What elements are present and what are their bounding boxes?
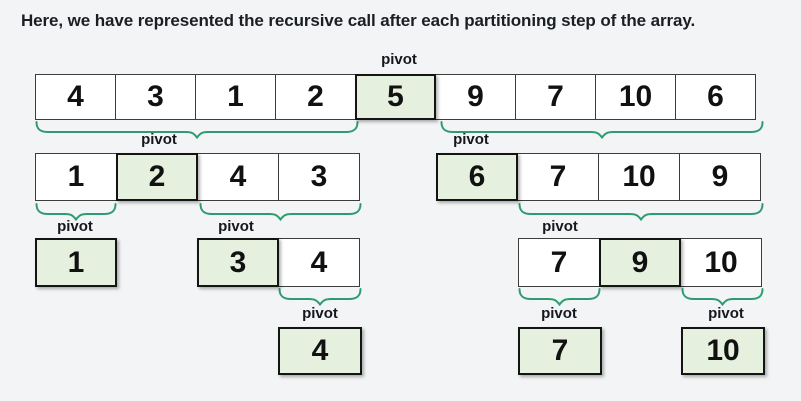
array-cell: 4 [197,153,279,201]
array-single-four: 4 [278,327,362,375]
pivot-label: pivot [541,305,577,322]
pivot-label: pivot [453,131,489,148]
array-single-seven: 7 [518,327,602,375]
pivot-label: pivot [381,51,417,68]
underbrace-icon [35,203,117,222]
array-cell: 1 [195,74,276,120]
pivot-label: pivot [218,218,254,235]
array-cell: 6 [675,74,756,120]
underbrace-icon [681,288,764,307]
array-cell: 4 [35,74,116,120]
pivot-label: pivot [57,218,93,235]
pivot-cell: 10 [681,327,765,375]
pivot-cell: 5 [355,74,436,120]
pivot-label: pivot [542,218,578,235]
array-single-one: 1 [35,238,117,287]
diagram-caption: Here, we have represented the recursive … [21,11,696,30]
underbrace-icon [35,121,359,140]
underbrace-icon [518,288,601,307]
array-cell: 4 [278,238,360,287]
pivot-cell: 4 [278,327,362,375]
underbrace-icon [440,121,764,140]
array-cell: 2 [275,74,356,120]
pivot-cell: 2 [116,153,198,201]
array-cell: 9 [435,74,516,120]
array-cell: 10 [598,153,680,201]
array-cell: 7 [515,74,596,120]
pivot-cell: 6 [436,153,518,201]
array-cell: 9 [679,153,761,201]
array-cell: 3 [115,74,196,120]
pivot-cell: 3 [197,238,279,287]
underbrace-icon [518,203,764,222]
array-cell: 10 [680,238,762,287]
underbrace-icon [278,288,362,307]
array-single-ten: 10 [681,327,765,375]
array-cell: 10 [595,74,676,120]
pivot-cell: 9 [599,238,681,287]
array-cell: 3 [278,153,360,201]
pivot-label: pivot [708,305,744,322]
pivot-label: pivot [302,305,338,322]
pivot-cell: 1 [35,238,117,287]
array-cell: 7 [517,153,599,201]
underbrace-icon [199,203,362,222]
pivot-cell: 7 [518,327,602,375]
pivot-label: pivot [141,131,177,148]
array-cell: 1 [35,153,117,201]
array-cell: 7 [518,238,600,287]
